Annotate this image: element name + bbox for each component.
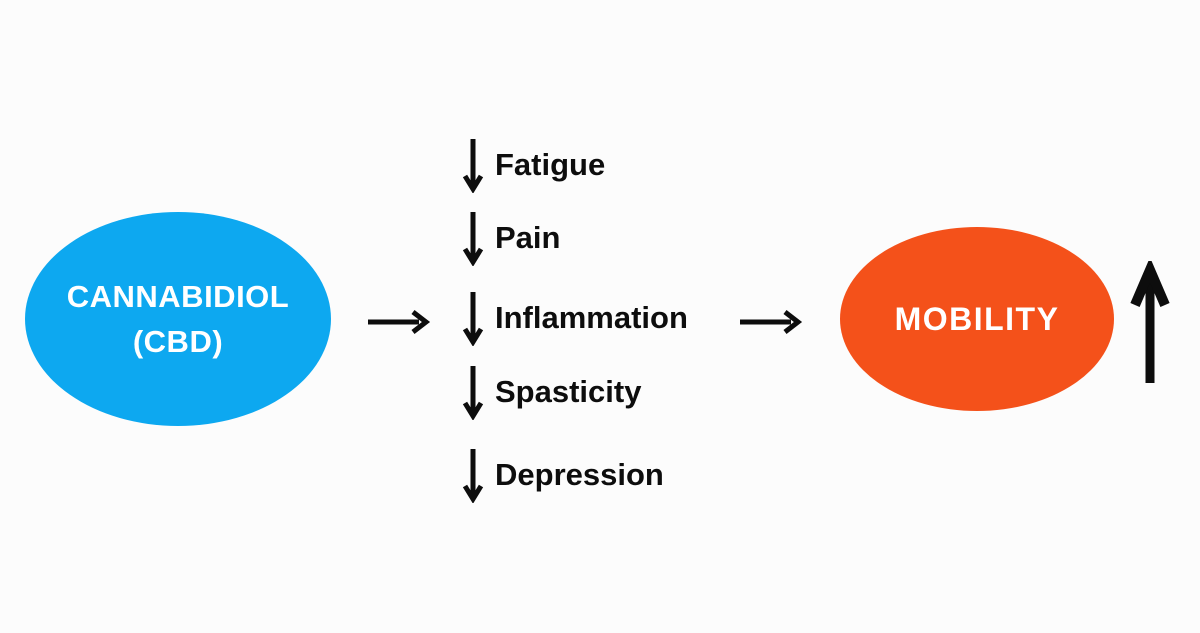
effect-row-fatigue: Fatigue [462, 137, 605, 193]
right-arrow-icon [740, 310, 803, 334]
effect-label: Inflammation [495, 300, 688, 335]
mobility-node: MOBILITY [840, 227, 1114, 411]
right-arrow-icon [368, 310, 431, 334]
effect-label: Depression [495, 457, 664, 492]
increase-arrow-icon [1130, 261, 1170, 383]
effect-row-pain: Pain [462, 210, 560, 266]
decrease-arrow-icon [462, 366, 484, 420]
cbd-node-label-line2: (CBD) [132, 324, 224, 359]
cbd-node-label-line1: CANNABIDIOL [66, 279, 290, 314]
decrease-arrow-icon [462, 292, 484, 346]
effect-label: Spasticity [495, 374, 642, 409]
effect-row-spasticity: Spasticity [462, 364, 641, 420]
effect-row-inflammation: Inflammation [462, 290, 688, 346]
mobility-node-label: MOBILITY [894, 300, 1060, 337]
effect-label: Pain [495, 220, 561, 255]
decrease-arrow-icon [462, 449, 484, 503]
decrease-arrow-icon [462, 212, 484, 266]
effect-row-depression: Depression [462, 447, 664, 503]
cbd-node: CANNABIDIOL (CBD) [25, 212, 331, 426]
effect-label: Fatigue [495, 147, 606, 182]
decrease-arrow-icon [462, 139, 484, 193]
